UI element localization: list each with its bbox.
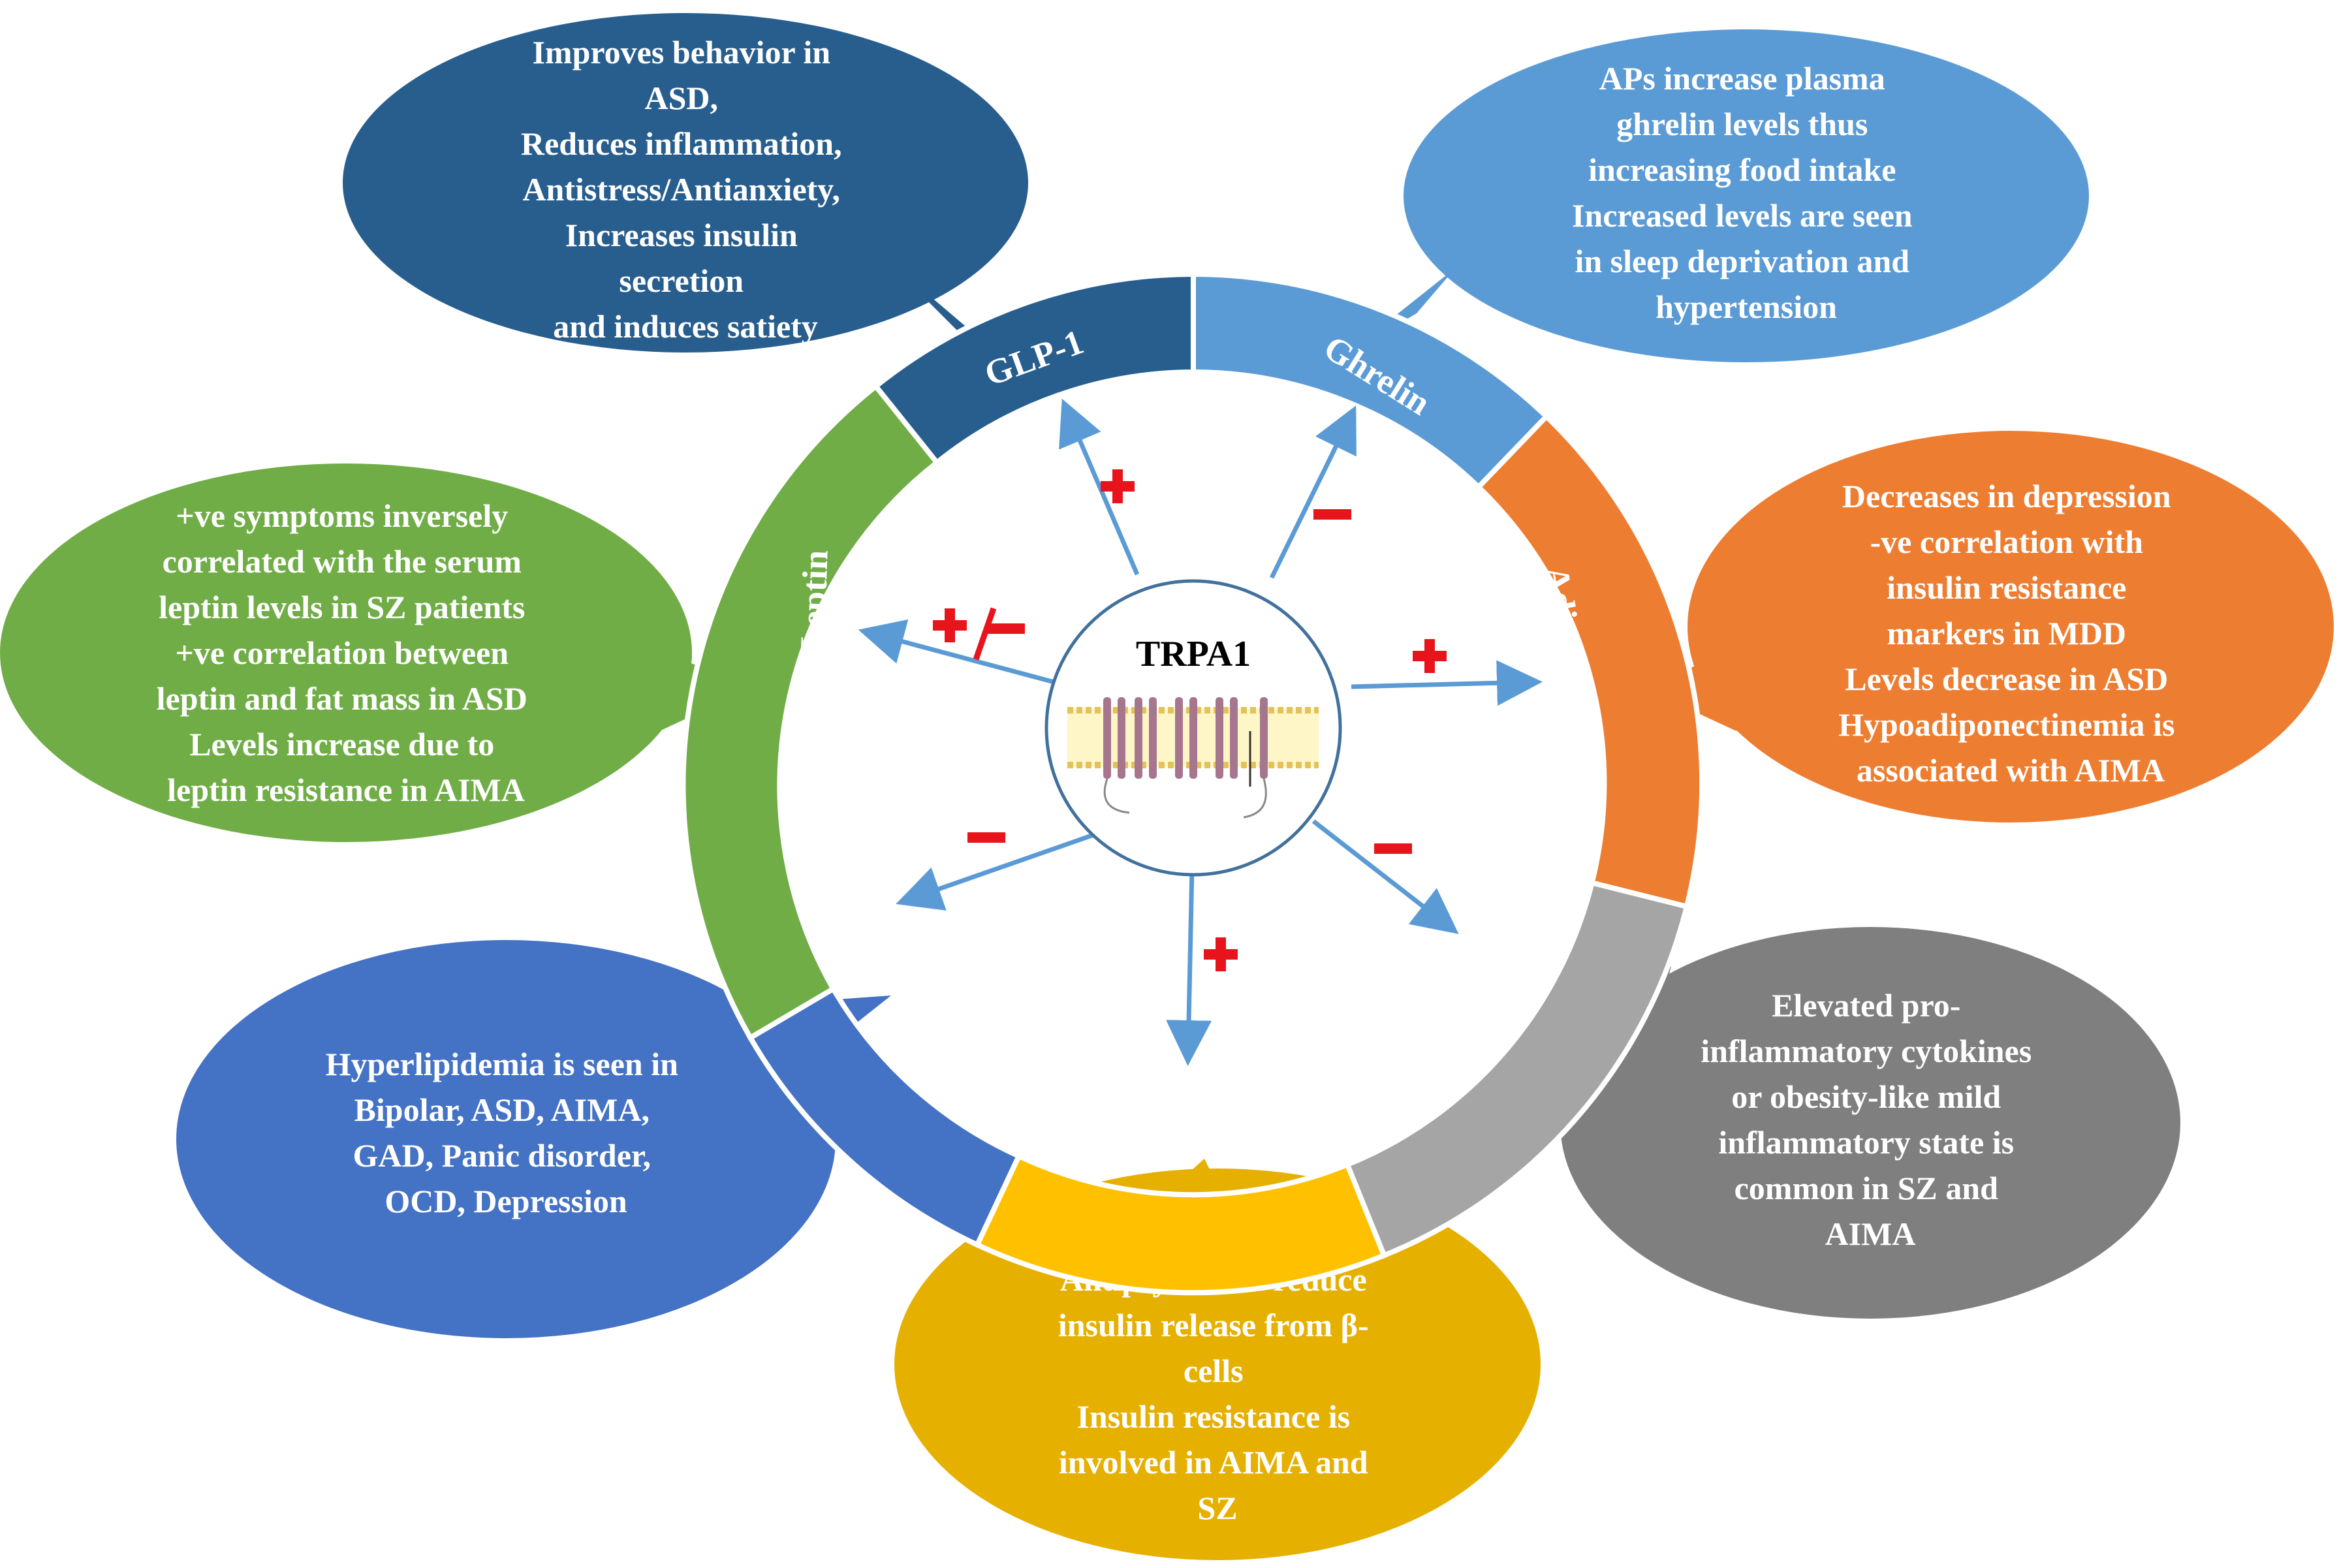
label-leptin: Leptin	[793, 550, 835, 651]
sign-insulin	[1204, 937, 1238, 971]
arrow-adiponectin	[1351, 660, 1543, 706]
bubble-glp1: Improves behavior in ASD, Reduces inflam…	[343, 13, 1035, 385]
sign-ghrelin	[1313, 509, 1351, 520]
segment-leptin	[680, 383, 941, 1042]
arrow-ghrelin	[1269, 405, 1357, 579]
bubble-adiponectin: Decreases in depression -ve correlation …	[1645, 431, 2334, 823]
bubble-lipids: Hyperlipidemia is seen in Bipolar, ASD, …	[176, 940, 891, 1338]
label-insulin: Insulin release	[1084, 1086, 1302, 1125]
center-title: TRPA1	[1136, 634, 1251, 674]
sign-lipids	[967, 832, 1005, 843]
bubble-cytokines: Elevated pro- inflammatory cytokines or …	[1560, 927, 2180, 1319]
sign-leptin	[933, 607, 1025, 661]
arrow-cytokines	[1311, 819, 1459, 934]
sign-glp1	[1101, 469, 1135, 503]
arrow-insulin	[1166, 868, 1212, 1066]
arrow-glp1	[1059, 398, 1140, 576]
sign-cytokines	[1374, 843, 1412, 854]
ring	[680, 271, 1705, 1296]
bubble-adiponectin-text: Decreases in depression -ve correlation …	[1838, 478, 2183, 789]
bubble-cytokines-text: Elevated pro- inflammatory cytokines or …	[1701, 987, 2039, 1252]
bubble-leptin-text: +ve symptoms inversely correlated with t…	[157, 497, 536, 808]
bubble-ghrelin: APs increase plasma ghrelin levels thus …	[1345, 29, 2089, 362]
bubble-glp1-text: Improves behavior in ASD, Reduces inflam…	[521, 34, 850, 345]
label-lipids: Lipids	[834, 889, 917, 992]
trpa1-center: TRPA1	[1044, 579, 1342, 877]
bubble-ghrelin-text: APs increase plasma ghrelin levels thus …	[1572, 60, 1921, 325]
bubble-lipids-text: Hyperlipidemia is seen in Bipolar, ASD, …	[326, 1046, 687, 1219]
sign-adiponectin	[1413, 639, 1447, 673]
arrows	[858, 398, 1543, 1066]
arrow-leptin	[858, 619, 1055, 685]
bubble-leptin: +ve symptoms inversely correlated with t…	[0, 463, 757, 842]
membrane-channel-icon	[1067, 697, 1319, 819]
